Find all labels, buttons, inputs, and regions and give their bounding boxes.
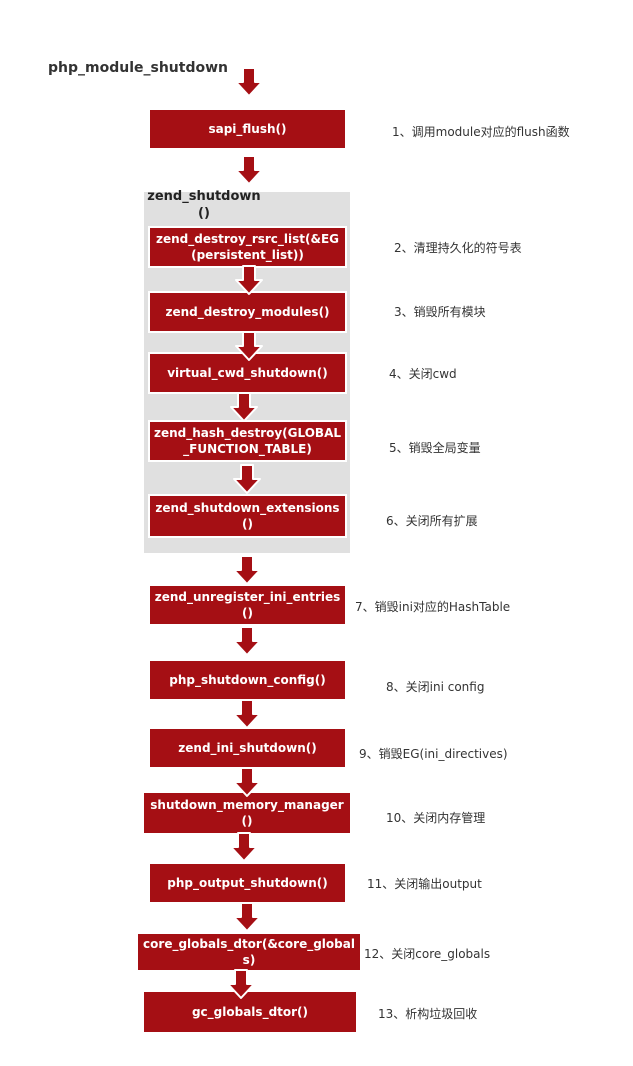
step-note: 8、关闭ini config (386, 680, 485, 694)
step-note: 9、销毁EG(ini_directives) (359, 747, 508, 761)
step-box-output-shutdown: php_output_shutdown() (150, 864, 345, 902)
down-arrow-icon (230, 392, 258, 422)
step-note: 1、调用module对应的flush函数 (392, 125, 570, 139)
step-box-sapi-flush: sapi_flush() (150, 110, 345, 148)
down-arrow-icon (230, 832, 258, 862)
down-arrow-icon (227, 969, 255, 999)
step-box-virtual-cwd-shutdown: virtual_cwd_shutdown() (148, 352, 347, 394)
step-note: 11、关闭输出output (367, 877, 482, 891)
step-box-core-globals-dtor: core_globals_dtor(&core_globals) (138, 934, 360, 970)
step-box-shutdown-config: php_shutdown_config() (150, 661, 345, 699)
step-note: 12、关闭core_globals (364, 947, 491, 961)
zend-shutdown-group-label: zend_shutdown () (147, 189, 261, 221)
step-note: 3、销毁所有模块 (394, 305, 486, 319)
step-box-shutdown-extensions: zend_shutdown_extensions() (148, 494, 347, 538)
step-note: 13、析构垃圾回收 (378, 1007, 478, 1021)
step-note: 7、销毁ini对应的HashTable (355, 600, 511, 614)
diagram-title: php_module_shutdown (48, 60, 228, 76)
step-box-gc-globals-dtor: gc_globals_dtor() (144, 992, 356, 1032)
step-note: 2、清理持久化的符号表 (394, 241, 522, 255)
down-arrow-icon (235, 265, 263, 295)
step-box-destroy-rsrc-list: zend_destroy_rsrc_list(&EG(persistent_li… (148, 226, 347, 268)
down-arrow-icon (233, 902, 261, 932)
down-arrow-icon (233, 626, 261, 656)
step-note: 5、销毁全局变量 (389, 441, 481, 455)
step-box-hash-destroy: zend_hash_destroy(GLOBAL_FUNCTION_TABLE) (148, 420, 347, 462)
step-note: 6、关闭所有扩展 (386, 514, 478, 528)
down-arrow-icon (233, 699, 261, 729)
down-arrow-icon (233, 767, 261, 797)
step-box-destroy-modules: zend_destroy_modules() (148, 291, 347, 333)
step-box-unregister-ini: zend_unregister_ini_entries() (150, 586, 345, 624)
down-arrow-icon (235, 155, 263, 185)
step-box-memory-manager: shutdown_memory_manager() (144, 793, 350, 833)
step-note: 4、关闭cwd (389, 367, 457, 381)
down-arrow-icon (235, 331, 263, 361)
step-box-ini-shutdown: zend_ini_shutdown() (150, 729, 345, 767)
down-arrow-icon (233, 555, 261, 585)
down-arrow-icon (233, 464, 261, 494)
step-note: 10、关闭内存管理 (386, 811, 486, 825)
down-arrow-icon (235, 67, 263, 97)
